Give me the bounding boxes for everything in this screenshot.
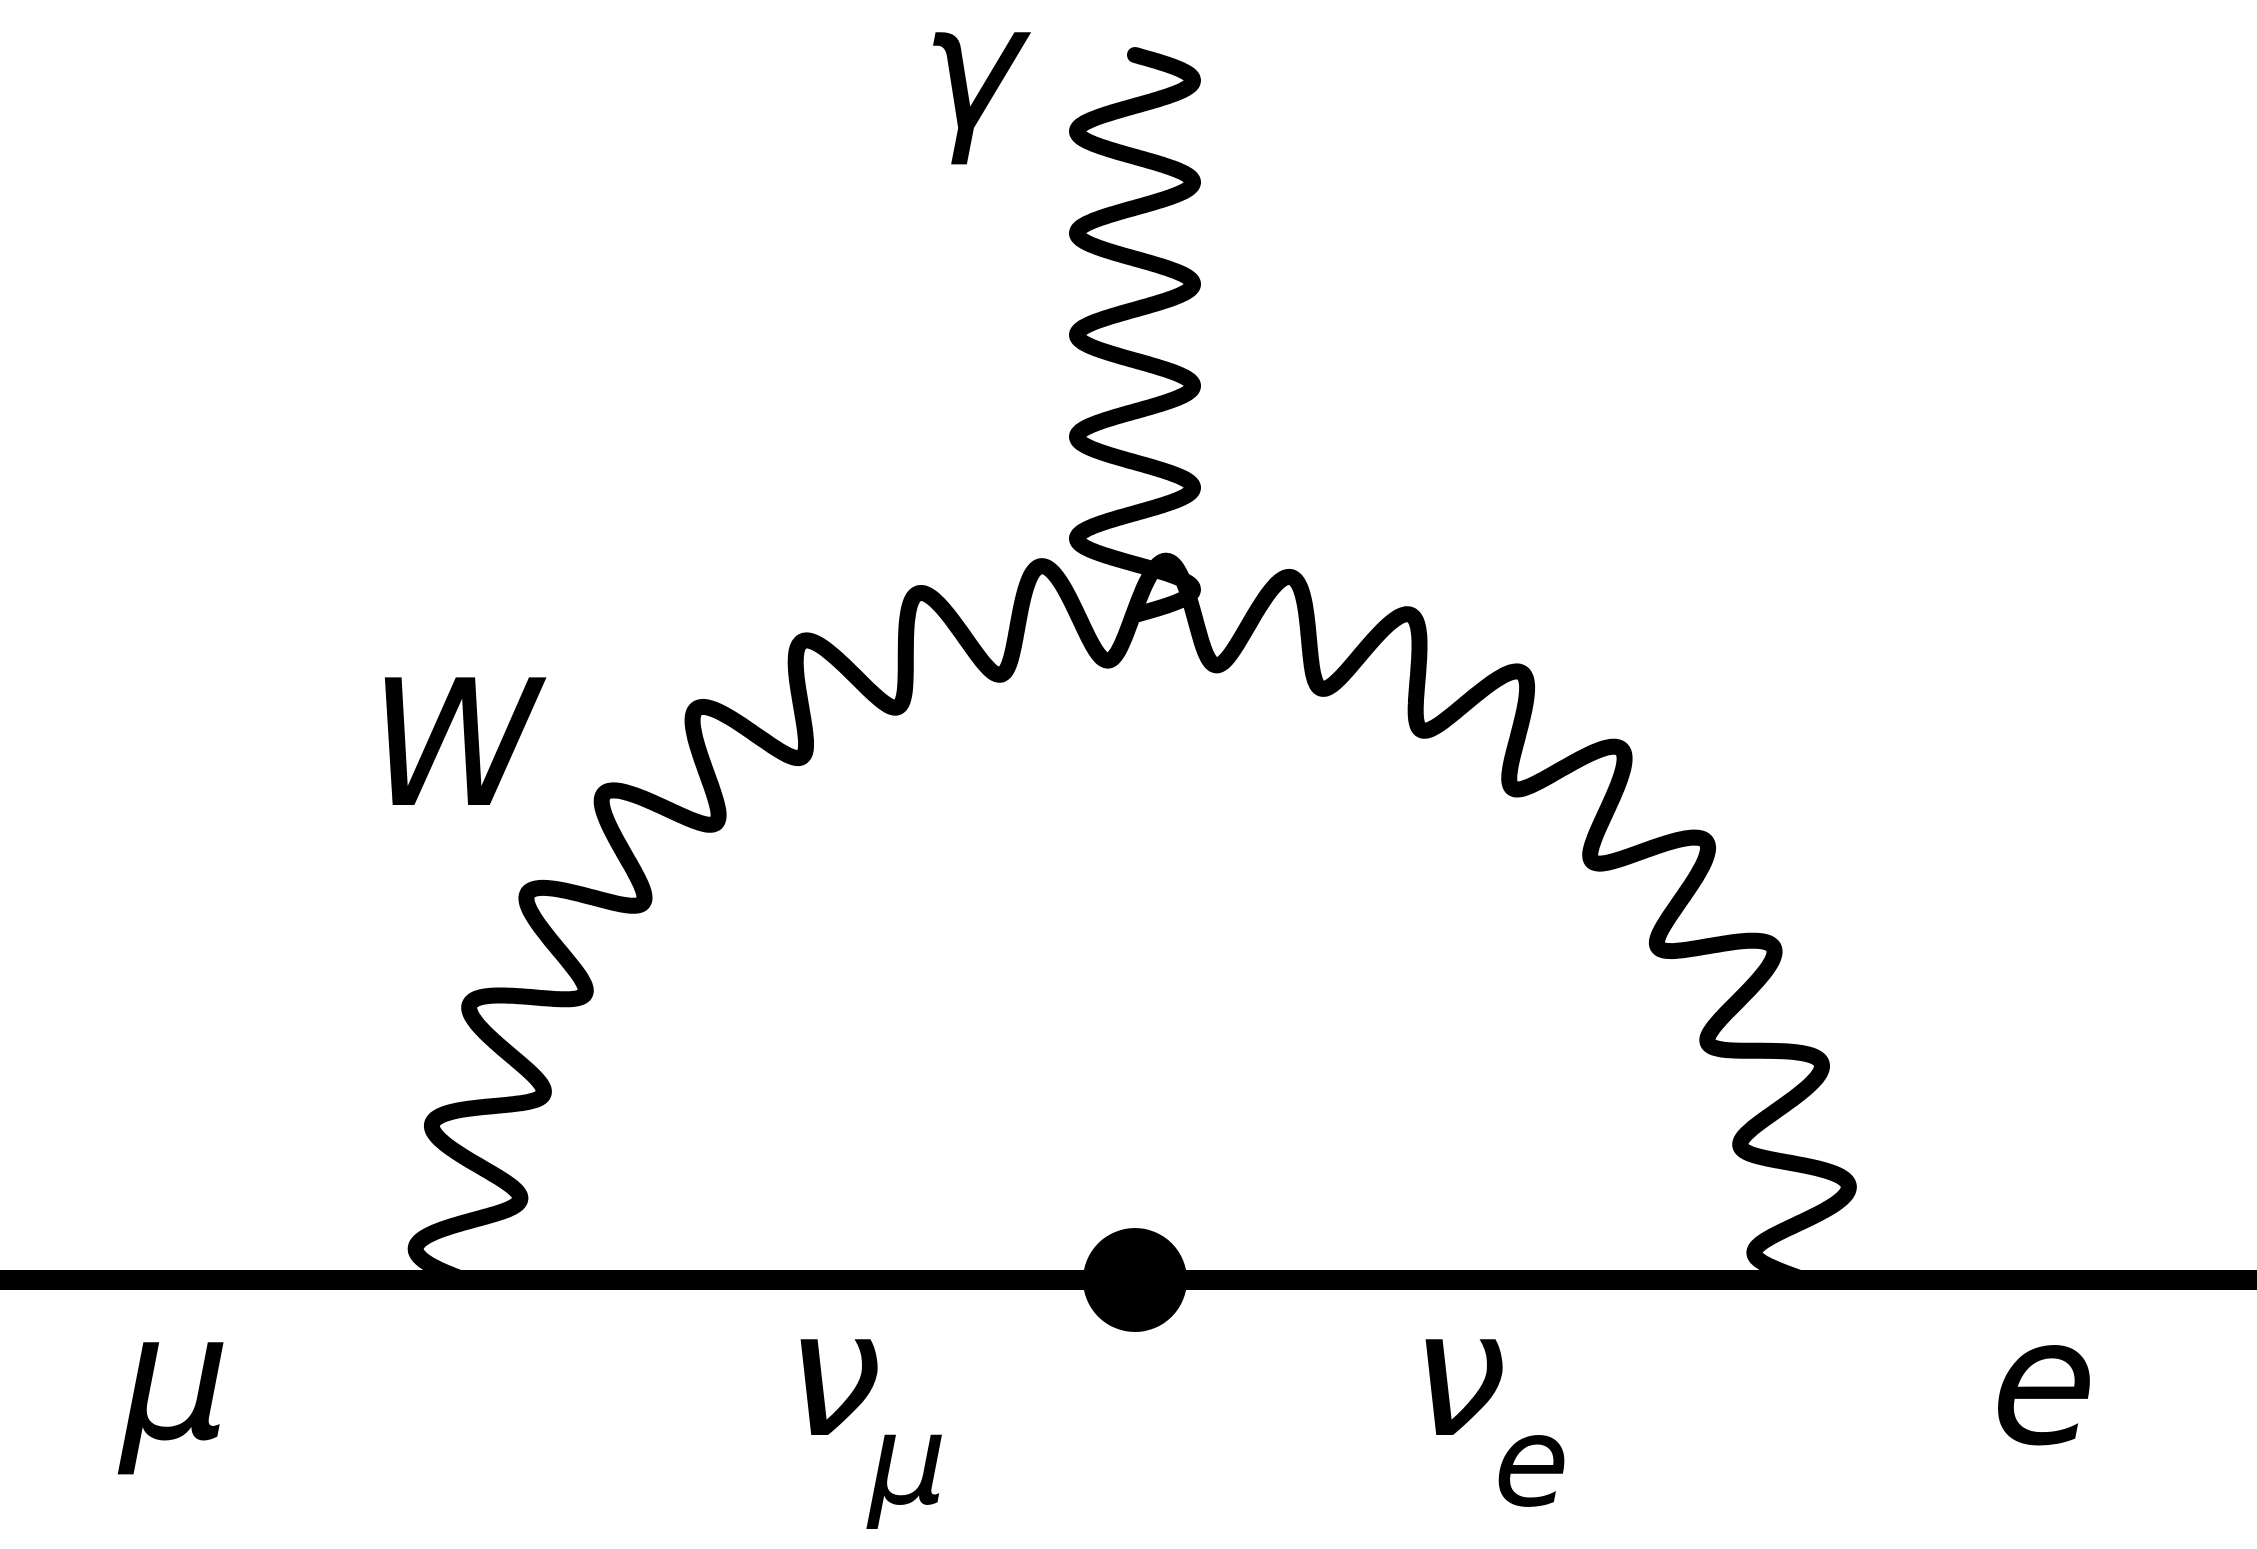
muon-label: μ: [117, 1277, 231, 1480]
photon-label: γ: [920, 0, 1032, 170]
electron-neutrino-label: ν: [1410, 1274, 1508, 1477]
electron-neutrino-subscript: e: [1493, 1390, 1570, 1535]
photon-propagator: [1069, 47, 1201, 623]
muon-neutrino-subscript: μ: [866, 1388, 948, 1533]
electron-label: e: [1990, 1282, 2098, 1485]
mass-insertion-vertex: [1083, 1228, 1187, 1332]
muon-neutrino-label: ν: [785, 1274, 883, 1477]
w-boson-label: W: [368, 644, 547, 847]
w-boson-propagator: [407, 552, 1857, 1288]
